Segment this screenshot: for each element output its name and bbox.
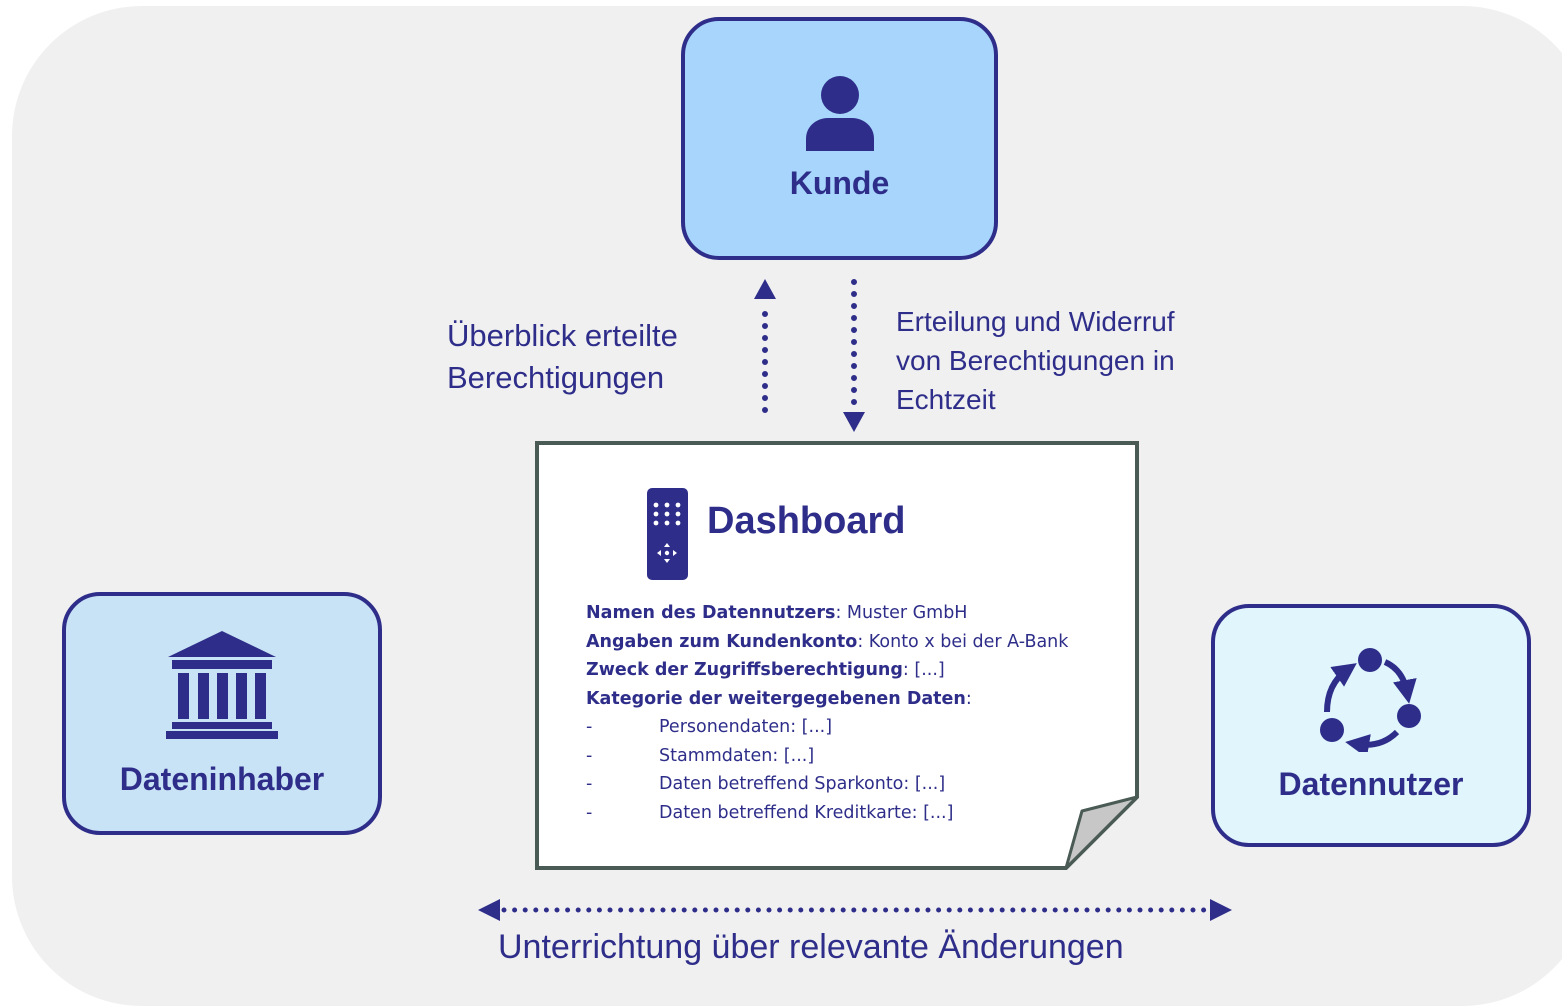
category-item: - Daten betreffend Kreditkarte: [...] [586,799,1146,828]
field-label: Zweck der Zugriffsberechtigung [586,660,903,680]
dashboard-field: Zweck der Zugriffsberechtigung: [...] [586,656,1146,685]
node-dateninhaber: Dateninhaber [62,592,382,835]
field-value: : Konto x bei der A-Bank [857,631,1069,652]
bullet-dash: - [586,774,593,794]
node-kunde-label: Kunde [789,165,890,201]
category-item: - Daten betreffend Sparkonto: [...] [586,770,1146,799]
arrow-updates-head-left [478,899,500,921]
dashboard-title: Dashboard [707,500,906,542]
arrow-overview-head [754,279,776,299]
updates-caption: Unterrichtung über relevante Änderungen [498,928,1124,966]
dashboard-field: Angaben zum Kundenkonto: Konto x bei der… [586,628,1146,657]
category-text: Personendaten: [...] [659,717,833,737]
cycle-icon [1320,648,1421,752]
category-item: - Stammdaten: [...] [586,742,1146,771]
dashboard-content: Namen des Datennutzers: Muster GmbH Anga… [586,599,1146,827]
diagram-overlay [478,279,1232,921]
grant-caption: Erteilung und Widerruf von Berechtigunge… [896,306,1175,415]
field-label: Namen des Datennutzers [586,603,836,623]
node-datennutzer: Datennutzer [1211,604,1531,847]
node-kunde: Kunde [681,17,998,260]
category-text: Daten betreffend Sparkonto: [...] [659,774,946,794]
node-dateninhaber-label: Dateninhaber [119,761,325,797]
dashboard-document-fold [1064,795,1139,870]
bank-icon [166,631,278,739]
person-icon [805,76,874,151]
dashboard-field: Kategorie der weitergegebenen Daten: [586,685,1146,714]
bullet-dash: - [586,745,593,766]
category-item: - Personendaten: [...] [586,713,1146,742]
overview-caption: Überblick erteilte Berechtigungen [447,318,678,395]
field-label: Angaben zum Kundenkonto [586,631,858,652]
dashboard-field: Namen des Datennutzers: Muster GmbH [586,599,1146,628]
node-datennutzer-label: Datennutzer [1278,766,1464,802]
arrow-grant-head [843,412,865,432]
bullet-dash: - [586,717,593,737]
field-value: : [...] [902,660,945,680]
category-text: Stammdaten: [...] [659,745,815,766]
category-text: Daten betreffend Kreditkarte: [...] [659,802,954,823]
field-label: Kategorie der weitergegebenen Daten [586,688,966,709]
remote-control-icon [647,488,688,580]
bullet-dash: - [586,802,593,823]
arrow-updates-head-right [1210,899,1232,921]
field-value: : Muster GmbH [835,603,968,623]
field-value: : [965,688,972,709]
